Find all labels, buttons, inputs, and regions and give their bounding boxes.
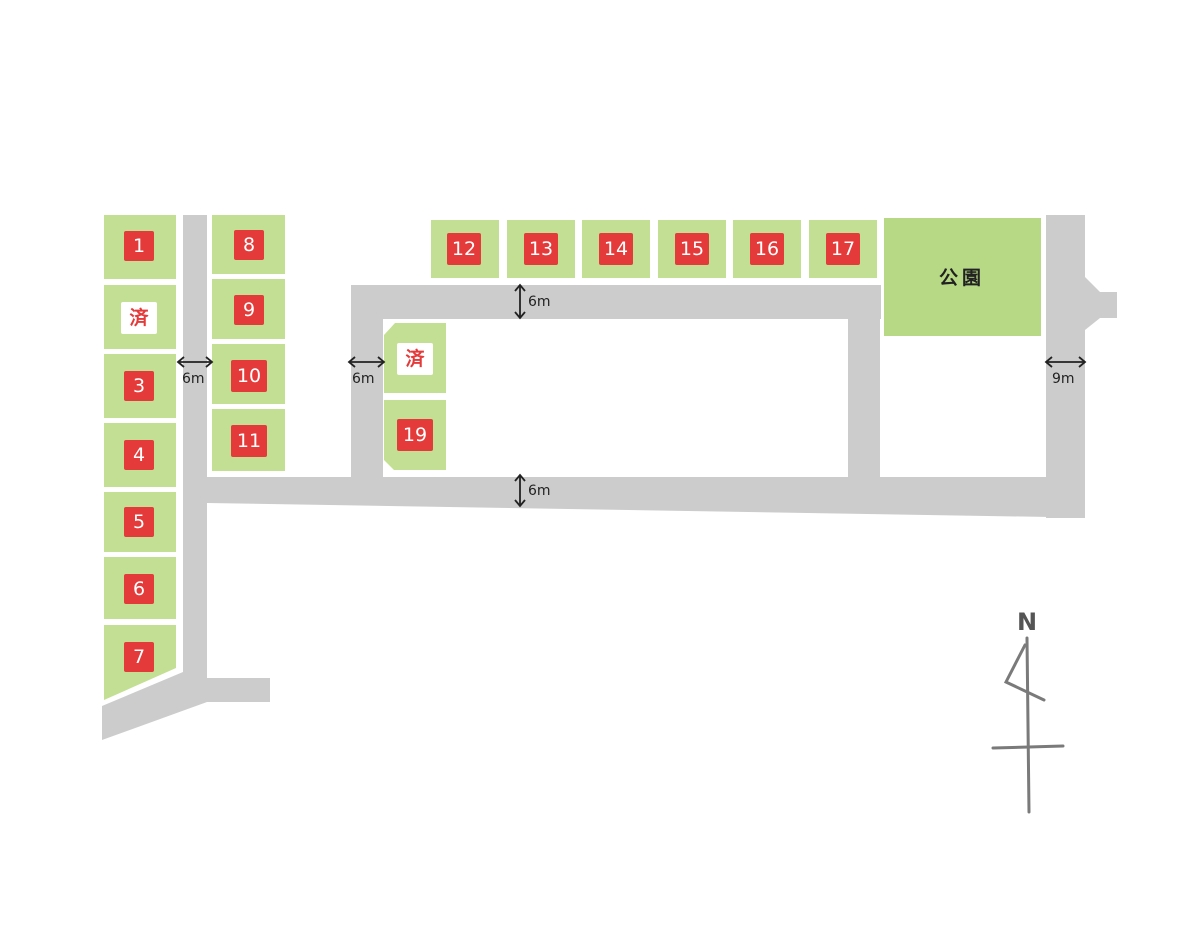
middle-road-width: 6m xyxy=(347,356,386,387)
east-road-width: 9m xyxy=(1044,356,1087,387)
lot-9-tag: 9 xyxy=(234,295,264,325)
west-road-width: 6m xyxy=(176,356,214,387)
north-road xyxy=(351,285,881,319)
lot-3-tag-bg xyxy=(124,371,154,401)
east-width-label: 9m xyxy=(1052,371,1075,387)
west-width-label: 6m xyxy=(182,371,205,387)
lot-12-number: 12 xyxy=(452,238,476,260)
lot-5-tag: 5 xyxy=(124,507,154,537)
lot-18-tag: 済 xyxy=(397,343,433,375)
east-width-arrow-left xyxy=(1044,356,1053,368)
lot-16-tag-bg xyxy=(750,233,784,265)
lot-8-number: 8 xyxy=(243,234,255,256)
lot-3-number: 3 xyxy=(133,375,145,397)
lot-8-tag-bg xyxy=(234,230,264,260)
lot-16-number: 16 xyxy=(755,238,779,260)
lot-18-sold-label: 済 xyxy=(405,347,425,370)
lot-13-tag: 13 xyxy=(524,233,558,265)
west-width-arrow-left xyxy=(176,356,185,368)
lot-1-number: 1 xyxy=(133,235,145,257)
lot-2-tag-bg xyxy=(121,302,157,334)
south-road xyxy=(207,477,1050,517)
lot-10-number: 10 xyxy=(237,365,261,387)
north-arrow: N xyxy=(991,608,1065,814)
lot-10-tag: 10 xyxy=(231,360,267,392)
north-width-arrow-bottom xyxy=(514,311,526,320)
lot-7-tag: 7 xyxy=(124,642,154,672)
middle-road xyxy=(351,287,383,487)
lot-14-tag-bg xyxy=(599,233,633,265)
lot-8-tag: 8 xyxy=(234,230,264,260)
middle-width-arrow-right xyxy=(377,356,386,368)
lot-12-tag: 12 xyxy=(447,233,481,265)
lot-11-tag-bg xyxy=(231,425,267,457)
lot-17-tag: 17 xyxy=(826,233,860,265)
middle-width-label: 6m xyxy=(352,371,375,387)
east-road xyxy=(1046,215,1085,518)
lot-15-tag: 15 xyxy=(675,233,709,265)
south-width-arrow-top xyxy=(514,473,526,482)
lot-7-tag-bg xyxy=(124,642,154,672)
lot-1-tag-bg xyxy=(124,231,154,261)
north-width-label: 6m xyxy=(528,294,551,310)
south-width-label: 6m xyxy=(528,483,551,499)
north-width-arrow-top xyxy=(514,283,526,292)
north-arrow-shaft xyxy=(1025,636,1031,814)
lot-19-tag: 19 xyxy=(397,419,433,451)
lot-13-tag-bg xyxy=(524,233,558,265)
lot-tags: 1 済 3 4 5 6 7 8 xyxy=(121,230,985,672)
lot-11-number: 11 xyxy=(237,430,261,452)
lot-18-tag-bg xyxy=(397,343,433,375)
south-width-arrow-bottom xyxy=(514,499,526,508)
lot-14-number: 14 xyxy=(604,238,628,260)
lot-5-number: 5 xyxy=(133,511,145,533)
west-road xyxy=(102,215,270,740)
lot-17-tag-bg xyxy=(826,233,860,265)
roads xyxy=(102,215,1117,740)
park xyxy=(884,218,1041,336)
east-road-stub xyxy=(1085,277,1117,330)
lot-7-number: 7 xyxy=(133,646,145,668)
lot-6-tag-bg xyxy=(124,574,154,604)
lot-4-number: 4 xyxy=(133,444,145,466)
lot-19-tag-bg xyxy=(397,419,433,451)
lot-13-number: 13 xyxy=(529,238,553,260)
lot-19-number: 19 xyxy=(403,424,427,446)
lot-5-tag-bg xyxy=(124,507,154,537)
lot-2-sold-label: 済 xyxy=(129,306,149,329)
east-width-arrow-right xyxy=(1078,356,1087,368)
lot-3-tag: 3 xyxy=(124,371,154,401)
lot-2-tag: 済 xyxy=(121,302,157,334)
north-road-width: 6m xyxy=(514,283,551,320)
lot-4-tag: 4 xyxy=(124,440,154,470)
lot-10-tag-bg xyxy=(231,360,267,392)
north-arrow-crossbar xyxy=(991,744,1065,750)
north-arrow-head xyxy=(1003,643,1046,702)
lot-15-tag-bg xyxy=(675,233,709,265)
middle-width-arrow-left xyxy=(347,356,356,368)
lot-17-number: 17 xyxy=(831,238,855,260)
lot-14-tag: 14 xyxy=(599,233,633,265)
lot-16-tag: 16 xyxy=(750,233,784,265)
south-road-width: 6m xyxy=(514,473,551,508)
road-widths: 6m 6m 6m 6m 9m xyxy=(176,283,1087,508)
north-label: N xyxy=(1017,608,1037,636)
lot-6-tag: 6 xyxy=(124,574,154,604)
lot-12-tag-bg xyxy=(447,233,481,265)
lot-15-number: 15 xyxy=(680,238,704,260)
park-label: 公園 xyxy=(939,267,985,289)
west-width-arrow-right xyxy=(205,356,214,368)
lot-4-tag-bg xyxy=(124,440,154,470)
lot-9-tag-bg xyxy=(234,295,264,325)
lot-9-number: 9 xyxy=(243,299,255,321)
lot-1-tag: 1 xyxy=(124,231,154,261)
lot-6-number: 6 xyxy=(133,578,145,600)
inner-east-road xyxy=(848,300,880,490)
lot-11-tag: 11 xyxy=(231,425,267,457)
